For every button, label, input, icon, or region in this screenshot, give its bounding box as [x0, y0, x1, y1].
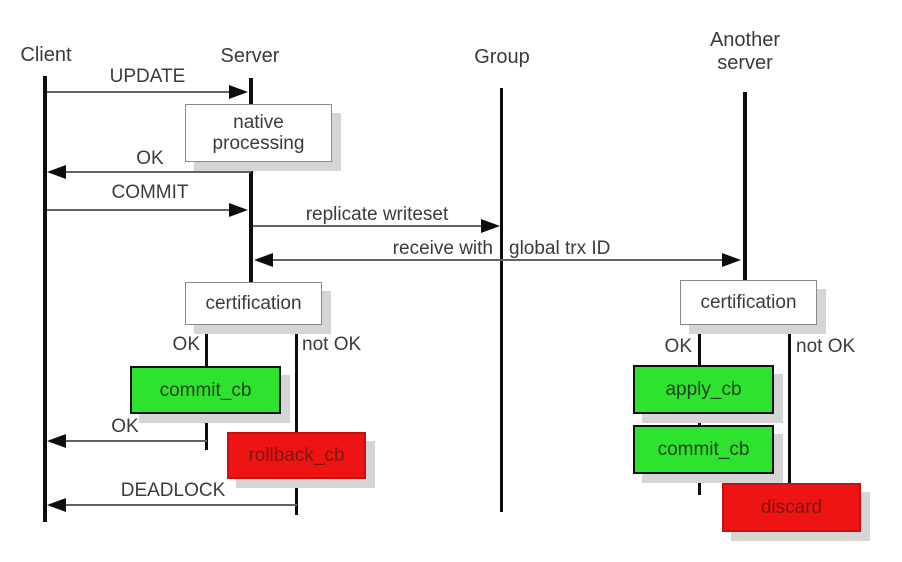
message-label-receive-with: receive with	[392, 238, 493, 259]
message-line-ok-native	[64, 171, 251, 173]
actor-label-another-server: Another server	[709, 29, 781, 74]
message-line-replicate-writeset	[253, 225, 483, 227]
message-label-replicate-writeset: replicate writeset	[305, 204, 449, 225]
certification-box-right: certification	[680, 280, 817, 325]
actor-label-group: Group	[474, 46, 530, 68]
branch-label-not-ok-right: not OK	[796, 336, 856, 357]
commit-cb-box-right: commit_cb	[633, 425, 774, 474]
arrowhead-update-icon	[229, 85, 248, 99]
message-label-global-trx-id: global trx ID	[509, 238, 611, 259]
branch-label-not-ok-left: not OK	[302, 334, 362, 355]
rollback-cb-box: rollback_cb	[227, 432, 366, 479]
arrowhead-receive-left-icon	[254, 253, 273, 267]
arrowhead-deadlock-icon	[47, 498, 66, 512]
apply-cb-box: apply_cb	[633, 365, 774, 414]
message-label-ok-commit: OK	[111, 416, 139, 437]
message-label-commit: COMMIT	[111, 182, 189, 203]
arrowhead-ok-commit-icon	[47, 434, 66, 448]
discard-box: discard	[722, 483, 861, 532]
lifeline-group	[500, 88, 503, 512]
message-line-receive	[271, 259, 724, 261]
branch-label-ok-right: OK	[664, 336, 692, 357]
branch-line-not-ok-left	[295, 323, 298, 515]
native-processing-box: native processing	[185, 104, 332, 162]
arrowhead-replicate-writeset-icon	[481, 219, 500, 233]
lifeline-client	[43, 76, 47, 522]
actor-label-server: Server	[220, 45, 280, 67]
arrowhead-receive-right-icon	[722, 253, 741, 267]
message-label-deadlock: DEADLOCK	[120, 480, 226, 501]
message-line-commit	[47, 209, 232, 211]
commit-cb-box-left: commit_cb	[130, 366, 281, 414]
lifeline-another-server	[743, 92, 747, 280]
certification-box-left: certification	[185, 282, 322, 325]
message-line-ok-commit	[64, 440, 207, 442]
message-label-ok-native: OK	[136, 148, 164, 169]
branch-label-ok-left: OK	[172, 334, 200, 355]
branch-line-not-ok-right	[788, 323, 791, 540]
message-label-update: UPDATE	[109, 66, 186, 87]
message-line-update	[47, 91, 232, 93]
arrowhead-commit-icon	[229, 203, 248, 217]
arrowhead-ok-native-icon	[47, 165, 66, 179]
lifeline-server	[249, 78, 253, 282]
message-line-deadlock	[64, 504, 297, 506]
actor-label-client: Client	[20, 44, 72, 66]
